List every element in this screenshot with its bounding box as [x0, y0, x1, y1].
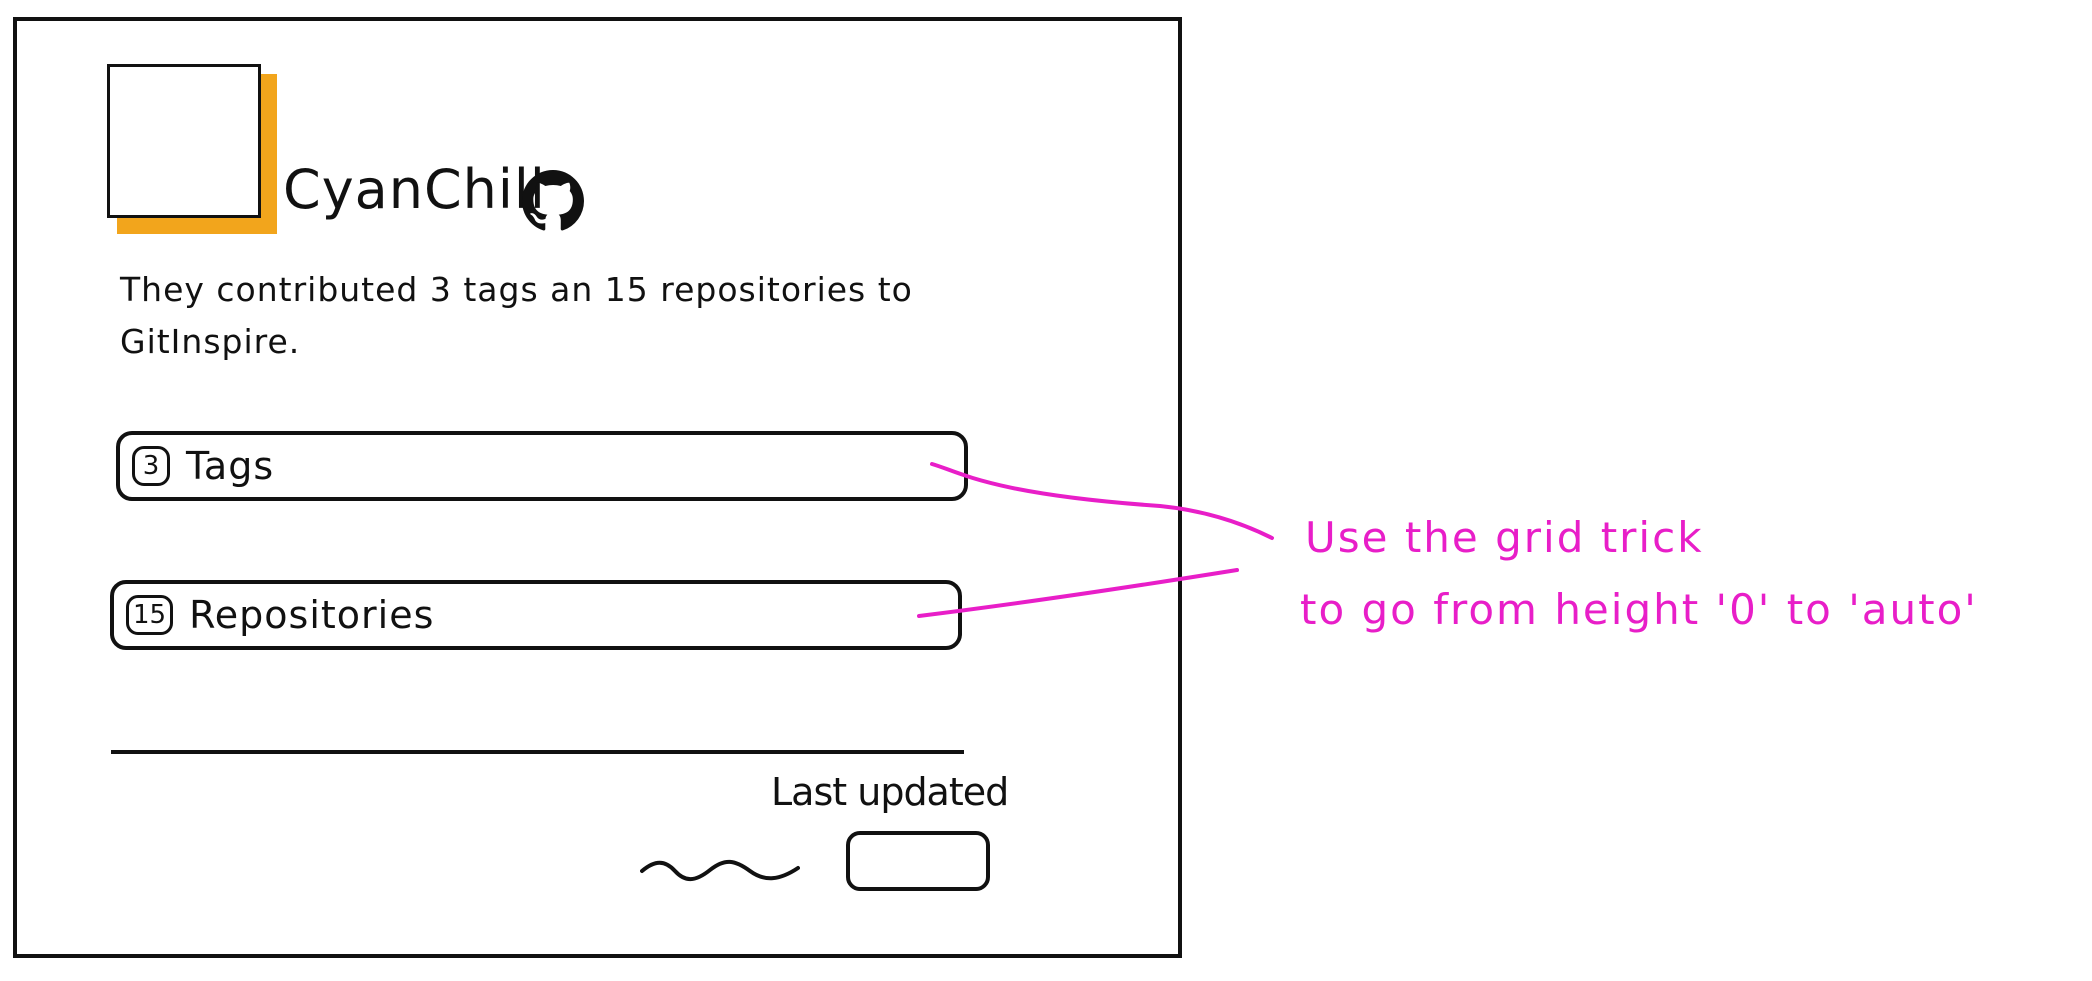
avatar-image	[107, 64, 261, 218]
tags-count-badge: 3	[132, 446, 170, 486]
username: CyanChill	[283, 158, 546, 221]
annotation-note: Use the grid trick to go from height '0'…	[1300, 502, 2085, 646]
tags-accordion-label: Tags	[186, 444, 275, 488]
footer-divider	[111, 750, 964, 754]
github-icon[interactable]	[522, 170, 584, 232]
repositories-accordion-label: Repositories	[189, 593, 435, 637]
placeholder-squiggle	[640, 859, 800, 882]
avatar	[107, 64, 287, 244]
last-updated-date-placeholder	[846, 831, 990, 891]
annotation-line-2: to go from height '0' to 'auto'	[1300, 585, 1978, 634]
repositories-count-badge: 15	[126, 595, 174, 635]
profile-description: They contributed 3 tags an 15 repositori…	[120, 270, 913, 361]
repositories-accordion[interactable]: 15 Repositories	[110, 580, 962, 650]
tags-accordion[interactable]: 3 Tags	[116, 431, 968, 501]
annotation-line-1: Use the grid trick	[1305, 513, 1704, 562]
last-updated-label: Last updated	[771, 770, 1009, 814]
